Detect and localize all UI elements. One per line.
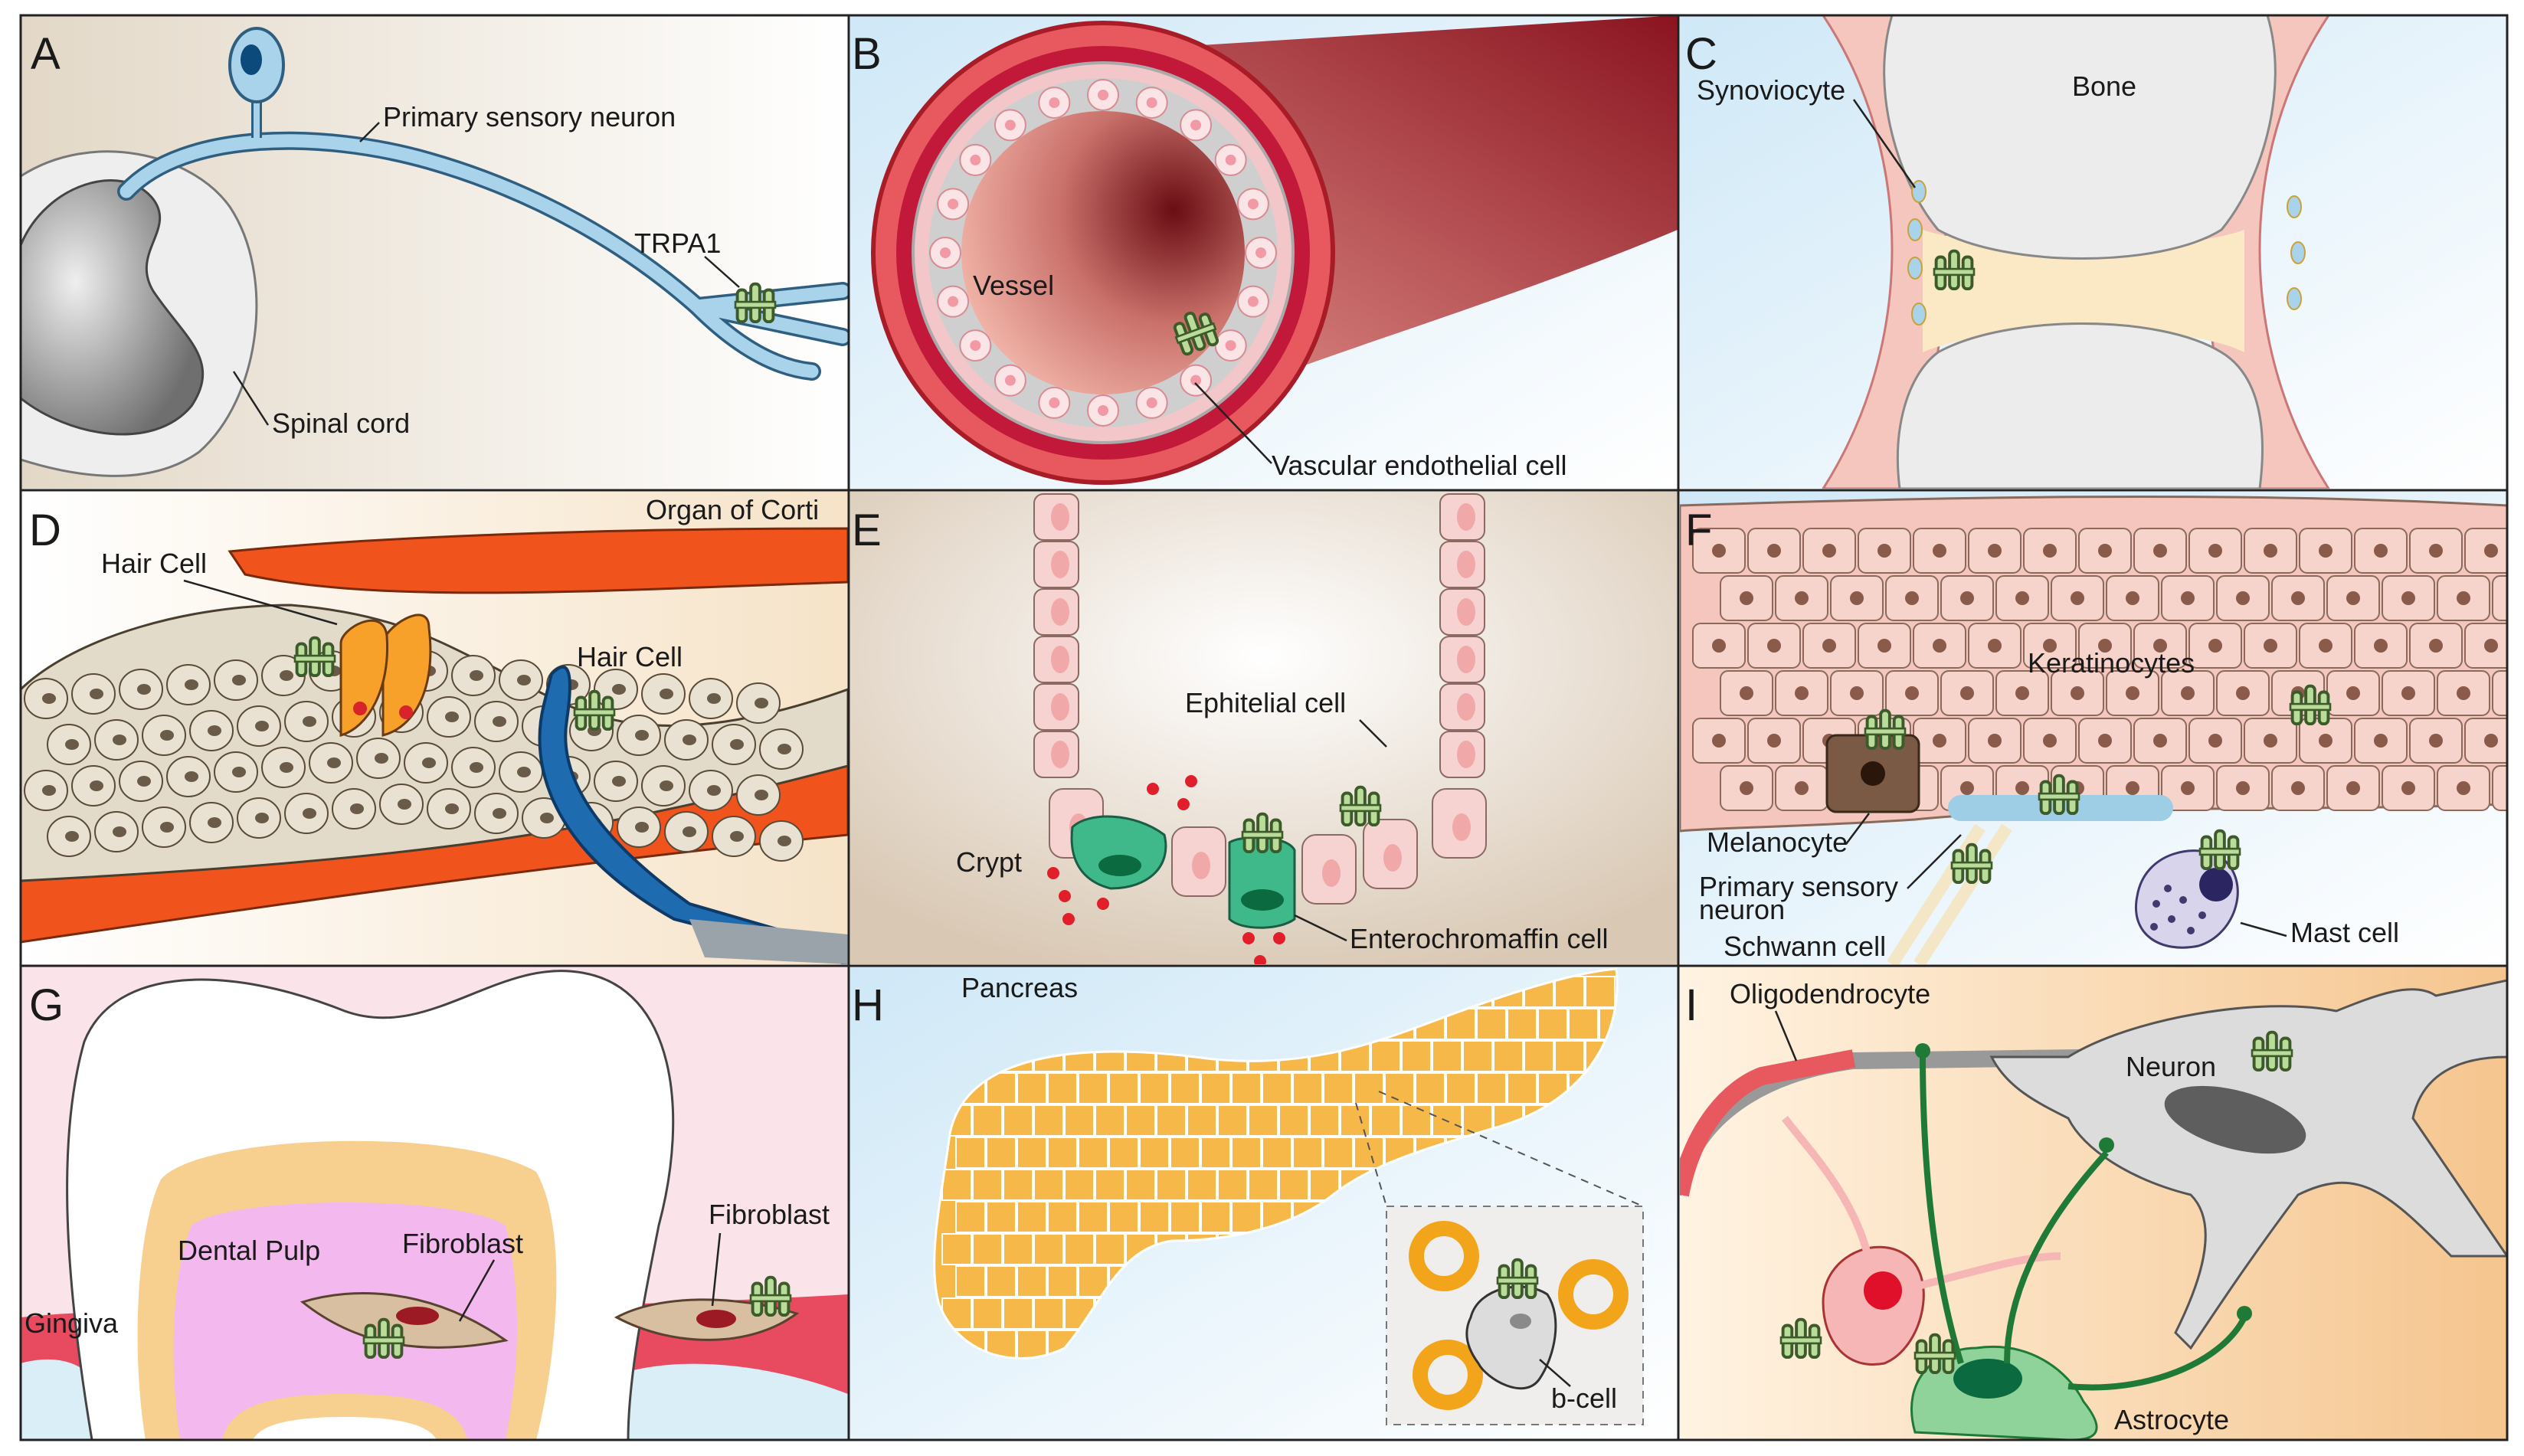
panel-letter-h: H xyxy=(852,980,884,1030)
trpa1-channel-icon xyxy=(1779,1317,1822,1359)
trpa1-channel-icon xyxy=(362,1317,405,1359)
label-vessel: Vessel xyxy=(973,270,1054,301)
vessel-lumen xyxy=(961,111,1245,394)
label-synoviocyte: Synoviocyte xyxy=(1697,74,1845,106)
label-melanocyte: Melanocyte xyxy=(1707,826,1848,858)
label-ephitelial-cell: Ephitelial cell xyxy=(1185,687,1346,718)
trpa1-channel-icon xyxy=(1950,843,1993,885)
trpa1-channel-icon xyxy=(2289,684,2332,726)
trpa1-channel-icon xyxy=(749,1275,792,1317)
trpa1-channel-icon xyxy=(1933,249,1976,291)
panel-g: G Dental Pulp Fibroblast Fibroblast Ging… xyxy=(21,967,848,1440)
inner-hair-cell-and-nerve xyxy=(538,665,848,964)
serotonin-granules xyxy=(1047,775,1285,964)
trpa1-channel-icon xyxy=(734,282,777,324)
label-spinal-cord: Spinal cord xyxy=(272,407,410,439)
trpa1-channel-icon xyxy=(573,689,616,731)
keratinocytes xyxy=(1692,528,2507,811)
label-bone: Bone xyxy=(2072,70,2136,102)
label-keratinocytes: Keratinocytes xyxy=(2028,647,2195,679)
panel-d: D Organ of Corti Hair Cell Hair Cell xyxy=(21,491,848,964)
panel-grid xyxy=(19,14,2509,1441)
neuron xyxy=(1989,979,2507,1350)
label-hair-cell-outer: Hair Cell xyxy=(101,548,207,579)
vascular-endothelial-cells xyxy=(929,79,1277,427)
panel-letter-c: C xyxy=(1685,29,1717,79)
label-primary-sensory-neuron: Primary sensory neuron xyxy=(383,101,676,133)
trpa1-channel-icon xyxy=(1913,1333,1956,1375)
trpa1-channel-icon xyxy=(2251,1030,2293,1072)
label-neuron: Neuron xyxy=(2126,1051,2216,1082)
panel-b: B Vessel Vascular endothelial cell xyxy=(850,15,1678,489)
neuron-nucleus xyxy=(241,44,262,75)
bone-lower xyxy=(1897,322,2264,489)
panel-letter-b: B xyxy=(852,29,882,79)
trpa1-channel-icon xyxy=(1864,708,1907,751)
label-trpa1: TRPA1 xyxy=(634,227,721,259)
label-astrocyte: Astrocyte xyxy=(2114,1404,2229,1435)
label-vascular-endothelial-cell: Vascular endothelial cell xyxy=(1272,450,1567,481)
label-fibroblast-pulp: Fibroblast xyxy=(402,1228,523,1259)
tectorial-membrane xyxy=(228,527,848,594)
myelin-sheath xyxy=(1680,1049,1856,1197)
panel-letter-d: D xyxy=(29,506,61,555)
trpa1-channel-icon xyxy=(293,636,336,678)
panel-letter-e: E xyxy=(852,506,882,555)
enterochromaffin-cell xyxy=(1070,815,1167,890)
panel-h: H Pancreas b-cell xyxy=(850,967,1678,1440)
synovial-fluid xyxy=(1923,230,2244,352)
panel-letter-i: I xyxy=(1685,980,1697,1030)
panel-letter-f: F xyxy=(1685,506,1712,555)
label-enterochromaffin-cell: Enterochromaffin cell xyxy=(1350,923,1609,954)
label-pancreas: Pancreas xyxy=(961,972,1078,1003)
panel-f: F Keratinocytes Melanocyte Primary senso… xyxy=(1680,491,2507,964)
label-schwann-cell: Schwann cell xyxy=(1724,931,1886,962)
label-hair-cell-inner: Hair Cell xyxy=(577,641,683,672)
panel-a: A Primary sensory neuron TRPA1 Spinal co… xyxy=(21,15,848,489)
label-oligodendrocyte: Oligodendrocyte xyxy=(1730,978,1930,1009)
bone-upper xyxy=(1883,15,2277,260)
label-dental-pulp: Dental Pulp xyxy=(178,1235,320,1266)
primary-sensory-neuron-fibers xyxy=(1887,823,2012,964)
neuron-nucleus xyxy=(2164,1085,2306,1154)
synoviocytes xyxy=(1907,180,2306,326)
trpa1-channel-icon xyxy=(1339,785,1382,827)
outer-hair-cell xyxy=(381,613,432,737)
panel-letter-g: G xyxy=(29,980,64,1030)
trpa1-channel-icon xyxy=(1241,812,1284,854)
trpa1-channel-icon xyxy=(2038,774,2080,816)
panel-e: E Ephitelial cell Crypt Enterochromaffin… xyxy=(850,491,1678,964)
label-crypt: Crypt xyxy=(956,846,1022,878)
label-fibroblast-gingiva: Fibroblast xyxy=(709,1199,830,1230)
label-gingiva: Gingiva xyxy=(25,1307,119,1339)
panel-letter-a: A xyxy=(31,29,61,79)
label-b-cell: b-cell xyxy=(1551,1382,1617,1414)
trpa1-channel-icon xyxy=(1496,1258,1539,1300)
outer-hair-cell xyxy=(339,619,389,737)
spinal-cord-grey-matter xyxy=(21,179,205,436)
panel-i: I Oligodendrocyte Neuron Astrocyte xyxy=(1680,967,2507,1440)
label-organ-of-corti: Organ of Corti xyxy=(646,494,819,525)
label-mast-cell: Mast cell xyxy=(2290,917,2399,948)
label-primary-sensory: Primary sensory xyxy=(1699,871,1898,902)
trpa1-channel-icon xyxy=(2198,829,2241,871)
label-neuron: neuron xyxy=(1699,894,1785,925)
panel-c: C Synoviocyte Bone xyxy=(1680,15,2507,489)
